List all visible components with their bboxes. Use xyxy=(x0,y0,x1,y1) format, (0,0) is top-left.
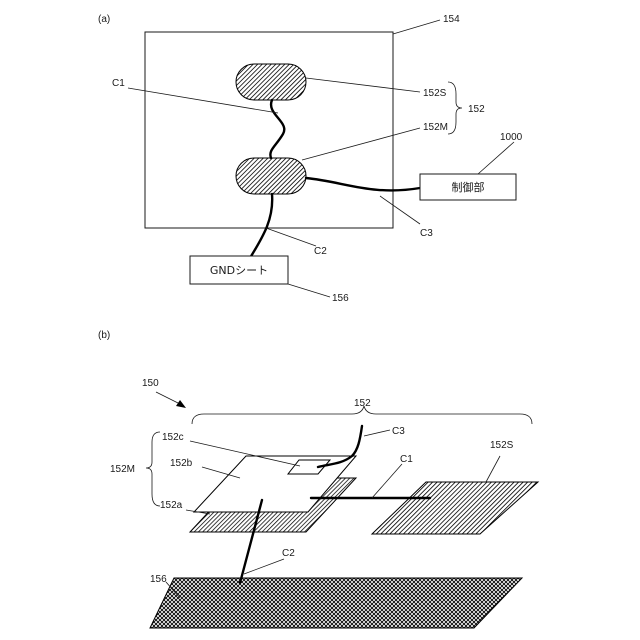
sensor-152s-plate xyxy=(372,482,538,534)
sensor-152m-pad xyxy=(236,158,306,194)
panel-b-tag: (b) xyxy=(98,330,110,341)
label-152a: 152a xyxy=(160,500,183,511)
label-c3: C3 xyxy=(420,228,433,239)
leader-c1-b xyxy=(372,464,402,498)
label-c1: C1 xyxy=(112,78,125,89)
panel-a-tag: (a) xyxy=(98,14,110,25)
label-152: 152 xyxy=(468,104,485,115)
label-c1-b: C1 xyxy=(400,454,413,465)
sensor-152s-pad xyxy=(236,64,306,100)
leader-152s xyxy=(306,78,420,92)
label-152s-b: 152S xyxy=(490,440,514,451)
brace-152 xyxy=(448,82,462,134)
leader-154 xyxy=(393,20,440,34)
cable-c2 xyxy=(250,194,272,258)
label-150: 150 xyxy=(142,378,159,389)
leader-152m xyxy=(302,128,420,160)
leader-c3-b xyxy=(364,430,390,436)
leader-c2-b xyxy=(244,559,284,574)
label-c2: C2 xyxy=(314,246,327,257)
label-c3-b: C3 xyxy=(392,426,405,437)
label-154: 154 xyxy=(443,14,460,25)
leader-152s-b xyxy=(486,456,500,482)
leader-c2 xyxy=(266,228,316,246)
label-152m: 152M xyxy=(423,122,448,133)
label-152-b: 152 xyxy=(354,398,371,409)
cable-c1 xyxy=(270,100,284,158)
label-152b: 152b xyxy=(170,458,193,469)
label-152c: 152c xyxy=(162,432,184,443)
gnd-sheet-label: GNDシート xyxy=(210,264,268,277)
leader-156 xyxy=(288,284,330,297)
label-152m-b: 152M xyxy=(110,464,135,475)
panel-a: (a) 制御部 GNDシート 154 C1 152S 1 xyxy=(98,14,523,304)
panel-b: (b) 150 152 xyxy=(98,330,538,628)
cable-c3 xyxy=(306,178,420,190)
label-152s: 152S xyxy=(423,88,447,99)
brace-152m-b xyxy=(146,432,160,506)
leader-1000 xyxy=(478,142,514,174)
housing-frame xyxy=(145,32,393,228)
label-c2-b: C2 xyxy=(282,548,295,559)
gnd-sheet-156 xyxy=(150,578,522,628)
label-1000: 1000 xyxy=(500,132,523,143)
arrow-150-head xyxy=(176,400,186,408)
leader-c3 xyxy=(380,196,420,224)
controller-label: 制御部 xyxy=(452,180,485,194)
label-156-b: 156 xyxy=(150,574,167,585)
label-156-a: 156 xyxy=(332,293,349,304)
